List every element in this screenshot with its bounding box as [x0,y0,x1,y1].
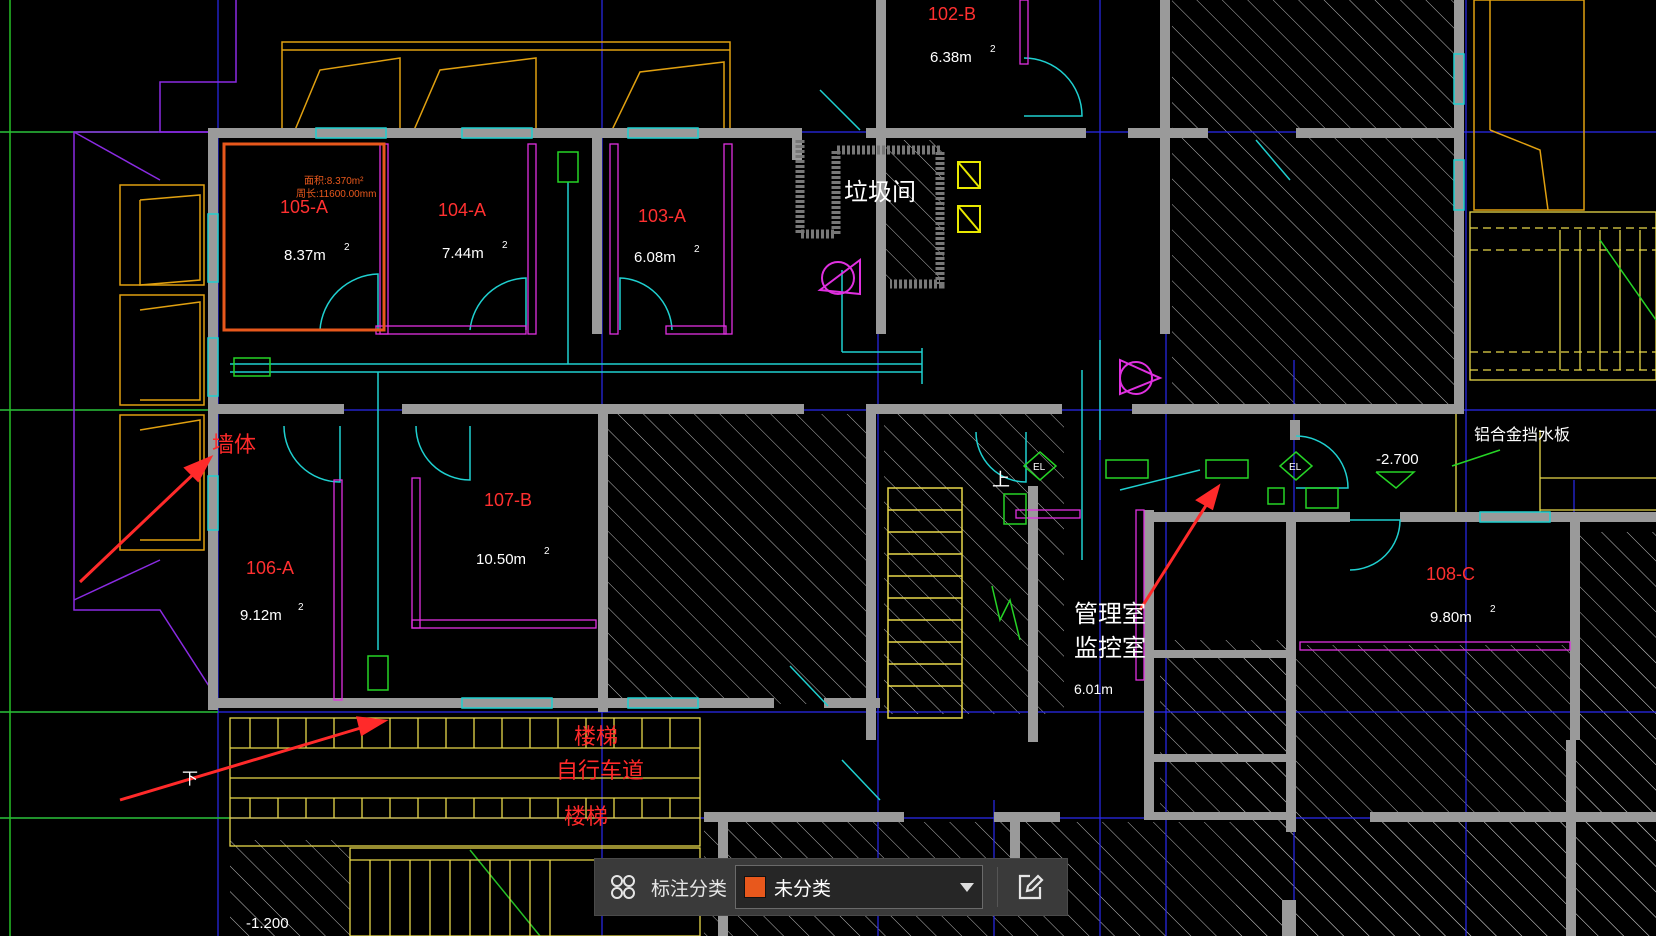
room-name-106a: 106-A [246,558,294,578]
chevron-down-icon[interactable] [960,882,975,892]
room-sup-102b: 2 [990,44,996,55]
stairs-center [887,487,963,719]
classification-dropdown[interactable]: 未分类 [735,865,984,909]
elevation-label-2: -1.200 [246,915,289,932]
selection-perimeter: 周长:11600.00mm [296,188,376,200]
aluminum-plate-note: 铝合金挡水板 [1474,426,1570,444]
elevation-label-1: -2.700 [1376,451,1419,468]
fixtures [233,151,1656,691]
purple-outline [73,0,237,701]
el-label-1: EL [1033,462,1046,473]
room-name-103a: 103-A [638,206,686,226]
room-name-102b: 102-B [928,4,976,24]
room-sup-105a: 2 [344,242,350,253]
garbage-room-walls [795,140,945,289]
room-sup-108c: 2 [1490,604,1496,615]
sink-fixtures [817,258,1163,396]
garbage-bins [957,161,981,233]
edit-icon[interactable] [1008,865,1052,909]
stairs-down-label: 下 [182,771,198,788]
monitoring-room-label: 监控室 [1074,635,1146,662]
room-area-103a: 6.08m [634,249,676,266]
annotation-stairs-bottom: 楼梯 [564,804,608,829]
interior-partitions [333,0,1571,701]
room-area-107b: 10.50m [476,551,526,568]
room-area-102b: 6.38m [930,49,972,66]
hatched-areas [230,0,1656,936]
room-name-105a: 105-A [280,197,328,217]
stairs-up-label: 上 [992,470,1010,490]
doors-pipes [230,57,1401,801]
toolbar-divider [997,867,999,907]
management-room-label: 管理室 [1074,601,1146,628]
category-color-swatch [744,876,767,898]
annotation-wall: 墙体 [212,432,256,457]
room-sup-107b: 2 [544,546,550,557]
room-area-105a: 8.37m [284,247,326,264]
annotation-stairs-top: 楼梯 [574,724,618,749]
room-sup-106a: 2 [298,602,304,613]
room-area-104a: 7.44m [442,245,484,262]
annotation-classification-toolbar: 标注分类 未分类 [594,858,1068,916]
walls [208,0,1656,936]
room-sup-104a: 2 [502,240,508,251]
classification-selected-value: 未分类 [774,877,832,900]
el-label-2: EL [1289,462,1302,473]
room-name-107b: 107-B [484,490,532,510]
selected-room-outline[interactable] [222,142,386,332]
room-name-104a: 104-A [438,200,486,220]
elevation-marks [1375,449,1501,489]
selection-area: 面积:8.370m² [304,175,364,187]
annotation-arrows [78,454,1221,802]
grid-icon[interactable] [603,867,643,907]
windows [207,53,1551,709]
garbage-room-label: 垃圾间 [844,179,916,206]
el-markers [1022,451,1314,481]
stairs-right [1455,211,1656,520]
room-sup-103a: 2 [694,244,700,255]
room-name-108c: 108-C [1426,564,1475,584]
management-area: 6.01m [1074,681,1113,697]
room-area-108c: 9.80m [1430,609,1472,626]
annotation-bike-lane: 自行车道 [556,758,644,783]
room-area-106a: 9.12m [240,607,282,624]
classification-label: 标注分类 [651,877,728,900]
